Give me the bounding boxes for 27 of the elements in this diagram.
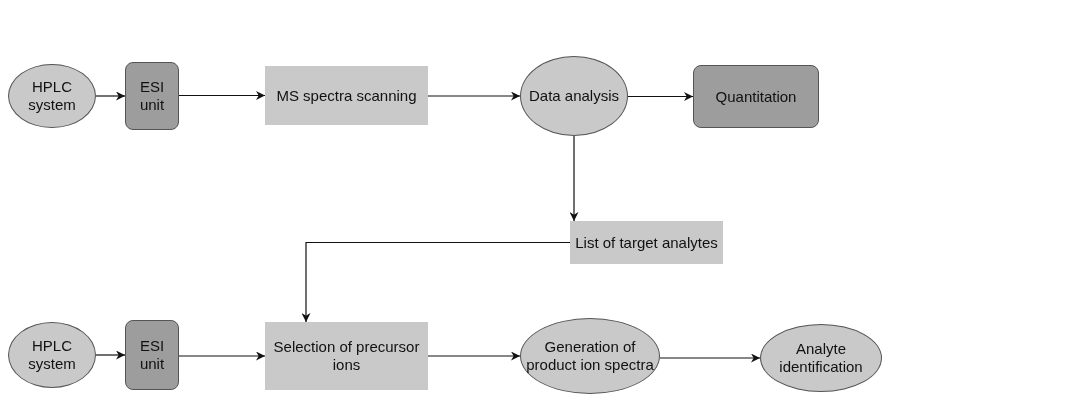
process-box — [125, 62, 179, 130]
node-label: Analyte identification — [778, 340, 864, 376]
arrow — [427, 91, 521, 101]
node-label: MS spectra scanning — [276, 86, 417, 105]
arrow — [178, 351, 266, 361]
arrow — [95, 350, 126, 360]
node-label: HPLC system — [27, 78, 77, 114]
node-label: ESI unit — [138, 337, 166, 373]
arrow — [427, 351, 521, 361]
process-box — [570, 221, 723, 264]
node-label: List of target analytes — [575, 233, 718, 252]
node-label: HPLC system — [27, 337, 77, 373]
node-label: Selection of precursor ions — [272, 338, 421, 374]
node-label: ESI unit — [138, 78, 166, 114]
node-label: Data analysis — [528, 87, 619, 105]
node-label: Quantitation — [715, 87, 797, 106]
process-box — [265, 66, 428, 125]
arrow — [95, 91, 126, 101]
arrow — [659, 353, 761, 363]
node-label: Generation of product ion spectra — [525, 338, 655, 374]
arrow — [301, 241, 571, 323]
arrow — [178, 91, 266, 100]
arrow — [627, 92, 694, 101]
arrow — [569, 135, 579, 222]
process-box — [125, 320, 179, 390]
process-box — [265, 322, 428, 390]
process-box — [693, 65, 819, 128]
